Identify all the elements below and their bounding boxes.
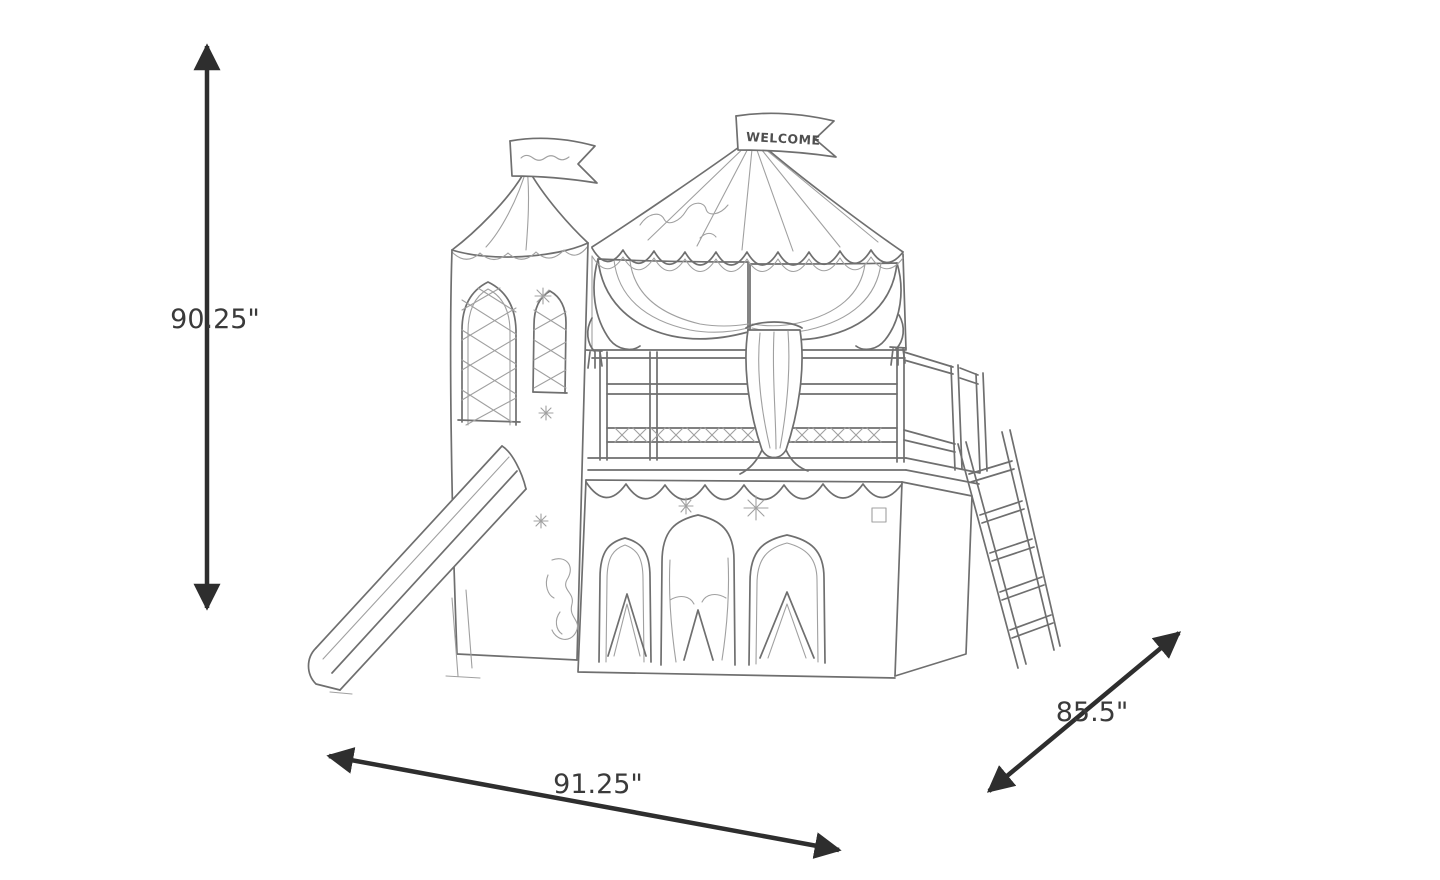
flag-text: WELCOME: [746, 129, 821, 148]
tower-flag-icon: [509, 137, 598, 184]
canopy-group: WELCOME: [591, 112, 904, 273]
depth-arrow: [986, 631, 1182, 793]
height-dimension-label: 90.25": [170, 304, 260, 335]
depth-dimension-label: 85.5": [1055, 697, 1129, 728]
canopy-curtains-group: [585, 258, 907, 475]
slide-group: [307, 445, 528, 695]
tower-group: [449, 137, 598, 661]
width-dimension-label: 91.25": [553, 769, 643, 800]
width-arrow: [326, 747, 842, 859]
ladder-group: [957, 429, 1061, 669]
welcome-flag-icon: WELCOME: [735, 112, 837, 158]
lower-curtain-group: [577, 479, 973, 679]
